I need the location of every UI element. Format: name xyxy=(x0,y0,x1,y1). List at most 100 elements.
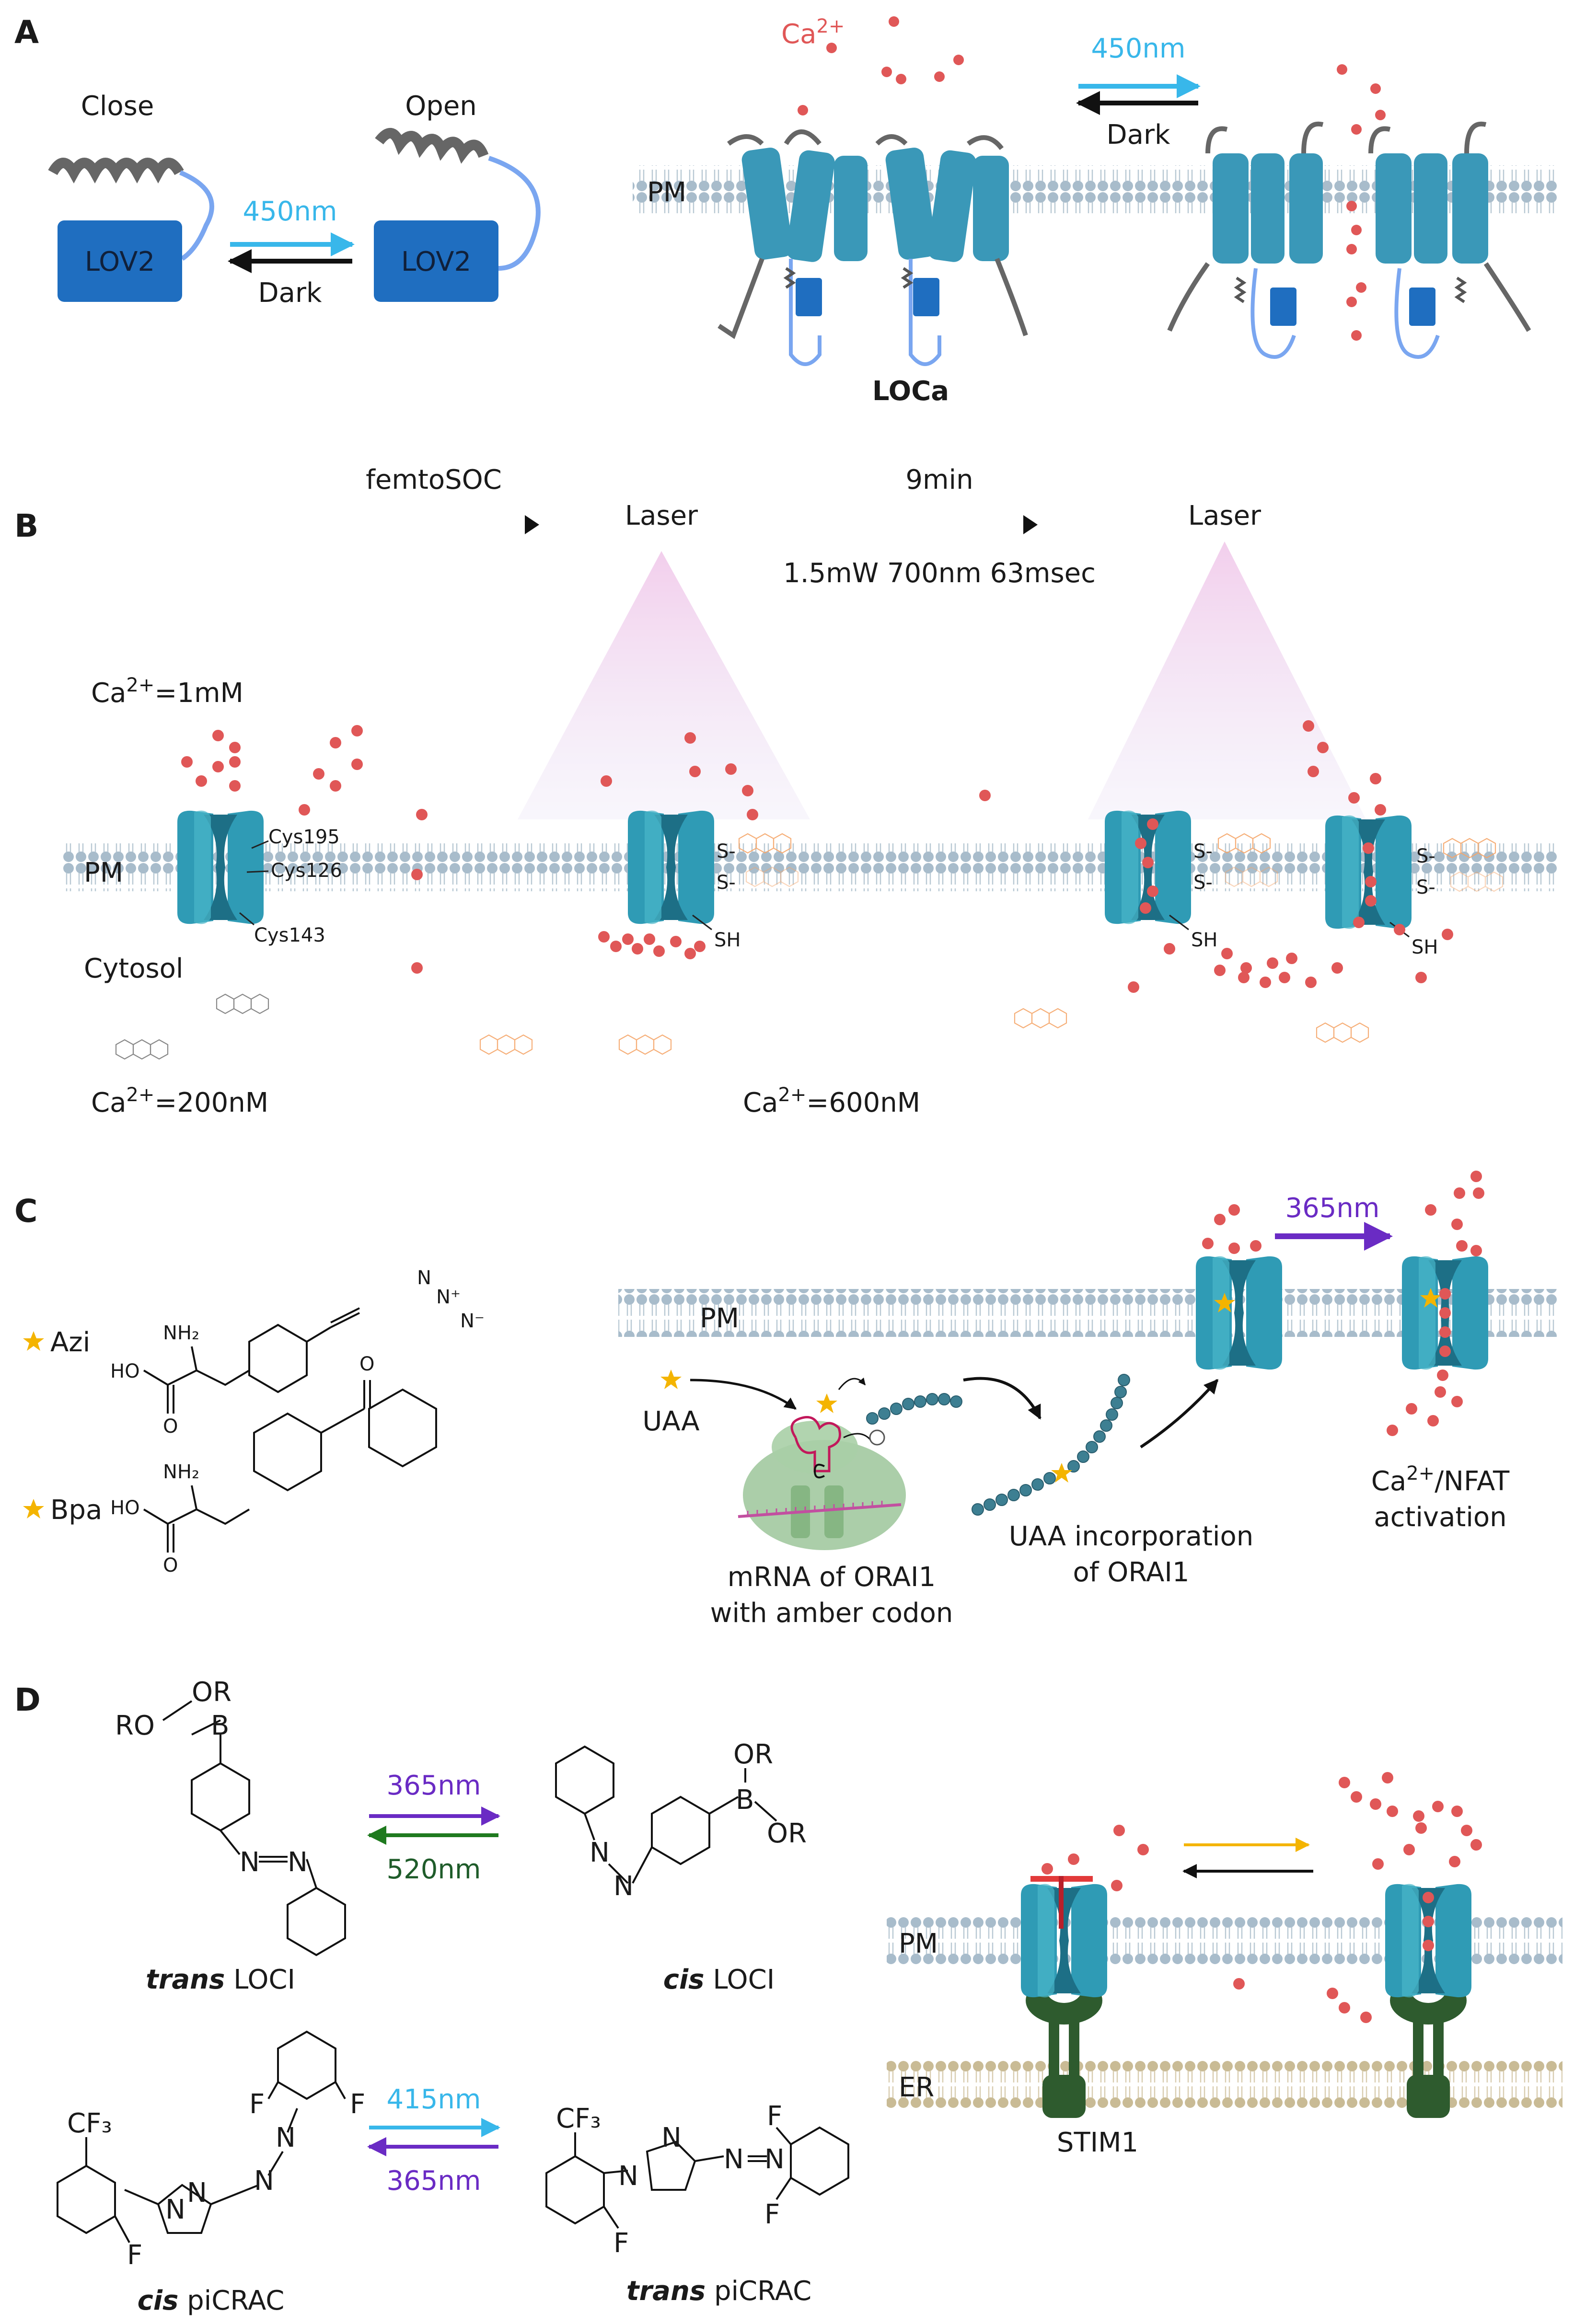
s-label-b3b: S- xyxy=(1193,872,1213,894)
cis-loci-or2: OR xyxy=(767,1818,807,1849)
calcium-ions-c xyxy=(1202,1171,1484,1436)
trans-picrac-n4: N xyxy=(764,2144,785,2175)
arrowhead-9min xyxy=(1023,515,1038,534)
azi-nh2: NH₂ xyxy=(163,1322,199,1344)
open-label: Open xyxy=(405,91,477,122)
s-label-b2b: S- xyxy=(717,872,736,894)
incorp-label-line1: UAA incorporation xyxy=(1009,1521,1254,1552)
ribosome xyxy=(738,1416,906,1550)
sh-label-b2: SH xyxy=(714,929,741,951)
panel-b-letter: B xyxy=(14,507,38,544)
orai1-chain xyxy=(972,1374,1130,1516)
trans-loci-or: OR xyxy=(192,1677,231,1708)
lov2-box-open xyxy=(374,220,498,302)
ca-in-low-label: Ca2+=200nM xyxy=(91,1084,268,1118)
azi-structure xyxy=(143,1307,360,1414)
trans-picrac-n2: N xyxy=(661,2122,682,2153)
cis-loci-suffix: LOCI xyxy=(705,1964,775,1995)
laser-params-label: 1.5mW 700nm 63msec xyxy=(783,558,1096,589)
cis-picrac-f2: F xyxy=(350,2089,365,2120)
dark-label-a: Dark xyxy=(258,277,322,309)
cis-picrac-n4: N xyxy=(187,2177,207,2209)
ca-in-low-prefix: Ca xyxy=(91,1087,126,1118)
activation-label-line1: Ca2+/NFAT xyxy=(1371,1462,1510,1497)
orai-channel-b4 xyxy=(1325,815,1412,929)
lov2-label-closed: LOV2 xyxy=(85,246,155,277)
picrac-reverse-light: 365nm xyxy=(387,2165,481,2197)
uaa-star-trna xyxy=(816,1393,837,1413)
dark-label-loca: Dark xyxy=(1107,119,1170,150)
trans-loci-word: trans xyxy=(146,1964,225,1995)
cys126-label: Cys126 xyxy=(271,860,342,882)
light-450-label-a: 450nm xyxy=(243,196,337,227)
cis-loci-n1: N xyxy=(590,1837,610,1868)
ca-label-a-base: Ca xyxy=(781,19,816,50)
trans-picrac-n3: N xyxy=(724,2144,744,2175)
picrac-forward-light: 415nm xyxy=(387,2084,481,2115)
laser-label-1: Laser xyxy=(625,500,698,531)
azi-star xyxy=(23,1331,44,1351)
cytosol-label: Cytosol xyxy=(84,953,183,984)
s-label-b4b: S- xyxy=(1416,876,1435,898)
loca-channel-open-1 xyxy=(1167,121,1324,359)
cis-picrac-structure xyxy=(57,2030,346,2243)
ca-in-high-label: Ca2+=600nM xyxy=(743,1084,920,1118)
trans-picrac-cf3: CF₃ xyxy=(556,2103,601,2134)
loci-blocker-stem xyxy=(1059,1876,1064,1929)
cis-loci-b: B xyxy=(736,1784,754,1816)
light-450-label-loca: 450nm xyxy=(1091,33,1186,64)
bpa-star xyxy=(23,1499,44,1519)
cys126-pointer xyxy=(246,870,269,873)
bpa-o: O xyxy=(163,1554,178,1576)
panel-a-letter: A xyxy=(14,14,39,51)
mrna-label-line2: with amber codon xyxy=(710,1598,953,1629)
bpa-ho: HO xyxy=(110,1497,140,1519)
loca-label: LOCa xyxy=(872,376,949,407)
bpa-nh2: NH₂ xyxy=(163,1461,199,1483)
sh-pointer-b2 xyxy=(692,914,712,931)
trans-loci-structure xyxy=(162,1700,346,1956)
bpa-structure xyxy=(143,1380,437,1553)
pm-label-d: PM xyxy=(899,1928,938,1959)
cys143-label: Cys143 xyxy=(254,924,325,946)
cis-picrac-suffix: piCRAC xyxy=(178,2285,284,2316)
cis-loci-or1: OR xyxy=(733,1739,773,1770)
s-label-b2a: S- xyxy=(717,840,736,863)
loca-channel-open-2 xyxy=(1368,121,1531,359)
lov2-helix-open xyxy=(375,127,489,164)
lov2-linker-closed xyxy=(179,170,214,261)
sh-label-b3: SH xyxy=(1191,929,1217,951)
bpa-ketone-o: O xyxy=(359,1353,374,1375)
arrow-translation xyxy=(963,1377,1042,1420)
close-label: Close xyxy=(81,91,154,122)
activation-label-line2: activation xyxy=(1374,1502,1506,1533)
cis-loci-name: cis LOCI xyxy=(663,1964,775,1995)
uaa-label: UAA xyxy=(642,1406,699,1437)
lov2-linker-open xyxy=(488,156,541,271)
femtosoc-label: femtoSOC xyxy=(366,464,502,495)
mrna-label-line1: mRNA of ORAI1 xyxy=(728,1562,936,1593)
orai-channel-c1 xyxy=(1196,1256,1282,1370)
lov2-helix-closed xyxy=(48,158,184,184)
cys143-pointer xyxy=(239,912,255,926)
cis-picrac-name: cis piCRAC xyxy=(138,2285,285,2316)
trans-loci-ro: RO xyxy=(115,1710,155,1741)
laser-beam-2 xyxy=(1088,541,1366,819)
pm-label-c: PM xyxy=(700,1303,739,1334)
calcium-ions-d xyxy=(1042,1772,1482,2023)
cis-loci-n2: N xyxy=(613,1871,634,1902)
ca-out-prefix: Ca xyxy=(91,678,126,709)
arrow-uaa-to-ribosome xyxy=(690,1379,797,1410)
ca-out-label: Ca2+=1mM xyxy=(91,674,243,709)
activation-charge: 2+ xyxy=(1406,1462,1435,1484)
loca-channel-closed-1 xyxy=(718,129,868,366)
sh-pointer-b3 xyxy=(1169,914,1189,931)
lov2-box-closed xyxy=(58,220,182,302)
trans-picrac-n1: N xyxy=(618,2161,638,2192)
trans-picrac-f3: F xyxy=(764,2199,780,2230)
panel-d-letter: D xyxy=(14,1681,41,1718)
lov2-label-open: LOV2 xyxy=(401,246,471,277)
stim1-label: STIM1 xyxy=(1057,2127,1138,2158)
inactive-molecules xyxy=(115,993,269,1060)
